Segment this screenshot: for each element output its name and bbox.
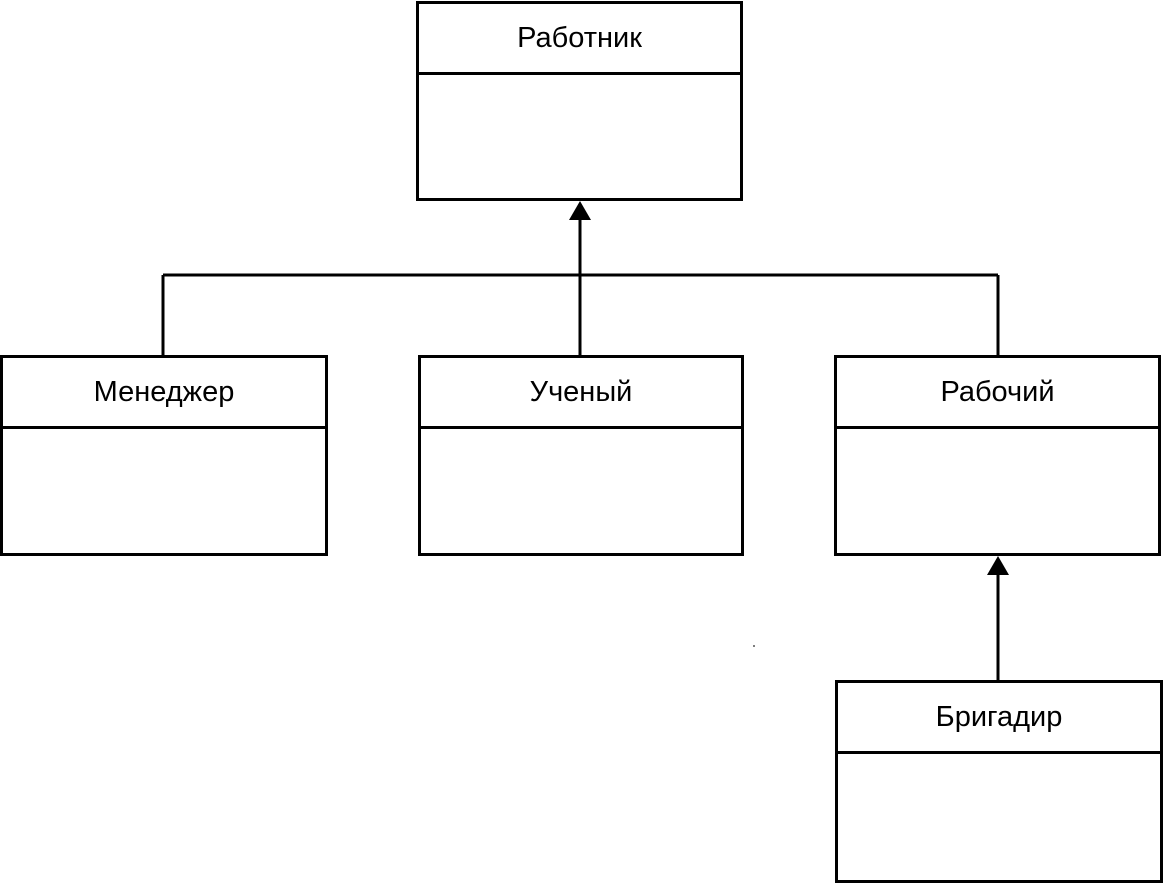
generalization-arrowhead-employee [569, 201, 591, 220]
class-box-employee: Работник [416, 1, 743, 201]
class-name-worker: Рабочий [837, 358, 1158, 429]
class-box-worker: Рабочий [834, 355, 1161, 556]
class-attributes-worker [837, 429, 1158, 553]
class-attributes-foreman [838, 754, 1160, 880]
class-attributes-employee [419, 75, 740, 198]
class-attributes-scientist [421, 429, 741, 553]
class-box-manager: Менеджер [0, 355, 328, 556]
generalization-arrowhead-worker [987, 556, 1009, 575]
class-name-manager: Менеджер [3, 358, 325, 429]
class-attributes-manager [3, 429, 325, 553]
class-box-scientist: Ученый [418, 355, 744, 556]
class-box-foreman: Бригадир [835, 680, 1163, 883]
class-name-foreman: Бригадир [838, 683, 1160, 754]
class-name-scientist: Ученый [421, 358, 741, 429]
class-name-employee: Работник [419, 4, 740, 75]
scan-speck [753, 645, 755, 647]
